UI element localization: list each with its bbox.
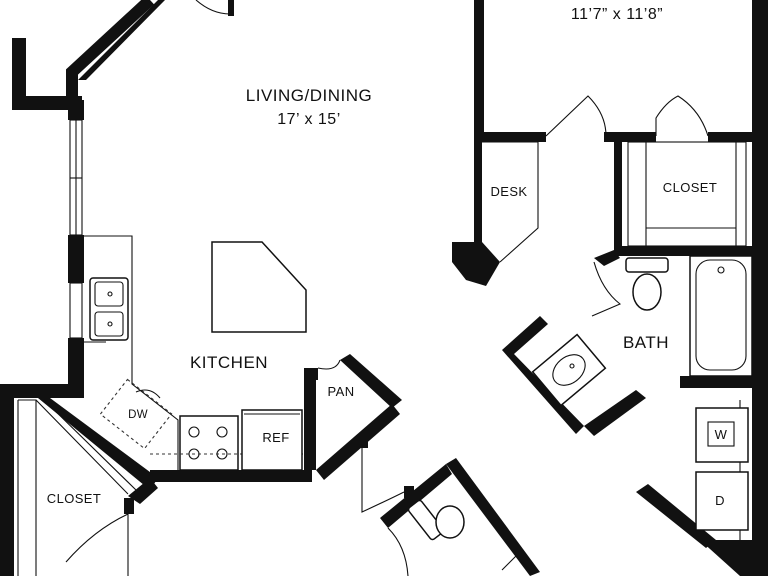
kitchen-sink [89,277,129,341]
wall-laundry-diagonal [636,484,716,548]
wall-bay-diagonal [66,0,155,100]
washer-label: W [715,427,728,442]
bath-vanity-sink [531,333,607,407]
wall-left-lower [68,338,84,388]
wall-kitchen-diagonal [38,398,158,490]
bath [407,255,753,571]
washer [695,407,749,463]
dishwasher-label: DW [128,409,148,421]
wall-pantry [304,368,318,470]
door-bath [591,261,622,317]
kitchen-label: KITCHEN [190,353,268,372]
wall-closet-right [124,498,134,514]
wall-left-stub [12,38,26,110]
wall-bath2-diagonal [380,464,452,528]
wall-left-upper [68,100,84,120]
wall-bedroom-bottom-right [708,132,768,142]
refrigerator [241,409,303,471]
doors [65,0,709,576]
closet-bedroom-label: CLOSET [663,180,717,195]
wall-far-left [0,384,14,576]
wall-laundry-corner [700,540,768,576]
wall-kitchen-bottom [150,470,312,482]
bathtub [689,255,753,377]
dishwasher-door [135,389,161,399]
window-left-small [69,282,83,339]
wall-bath2-right [446,458,540,576]
wall-bedroom-bottom-mid [604,132,656,142]
bath2-fixture [501,555,531,571]
closet-entry-label: CLOSET [47,491,101,506]
wall-bath2-stub [404,486,414,498]
wall-desk-left [474,142,482,242]
toilet-bowl [632,273,662,311]
dryer-label: D [715,493,725,508]
labels: 11’7” x 11’8” LIVING/DINING 17’ x 15’ DE… [47,6,728,508]
living-dining-dimensions: 17’ x 15’ [277,111,341,128]
wall-bath-diagonal [584,390,646,436]
bedroom-dimensions: 11’7” x 11’8” [571,6,663,23]
dishwasher-outline [99,378,173,450]
dryer [695,471,749,531]
kitchen-counter [84,235,179,470]
door-entry-closet [65,513,129,576]
wall-closet2-left [614,142,622,254]
bath-label: BATH [623,333,669,352]
wall-left-ledge [12,96,82,110]
toilet-tank [625,257,669,273]
toilet2-tank [407,499,445,541]
closet-entry-shelf [17,399,137,576]
laundry [695,400,749,540]
door-top [195,0,231,15]
wall-vanity [502,316,584,434]
door-closet-right [655,95,709,137]
toilet2-bowl [435,505,465,539]
wall-column [452,242,500,286]
wall-right-edge [752,142,768,576]
refrigerator-label: REF [262,430,289,445]
wall-bedroom-bottom-left [474,132,546,142]
desk-label: DESK [490,184,527,199]
living-dining-label: LIVING/DINING [246,86,372,105]
wall-closet2-bottom [614,246,768,256]
stove [179,415,239,471]
wall-closet-diagonal [128,478,158,504]
wall-bedroom-left [474,0,484,142]
wall-left-middle [68,235,84,283]
wall-bedroom-right [752,0,768,142]
closets [17,141,747,576]
wall-bath-bottom [680,376,768,388]
wall-closet-top [0,384,84,398]
wall-pantry-top [340,354,402,408]
wall-hall-stub [358,436,368,448]
desk-counter [482,141,539,263]
door-bath2 [387,527,409,576]
kitchen-island [211,241,307,333]
closet-bedroom-shelf [627,141,747,247]
door-pantry [317,359,341,370]
door-bedroom [545,95,607,137]
wall-bay-top-left [78,0,165,80]
door-hall [361,444,405,513]
pantry-label: PAN [328,384,355,399]
wall-bath-left [594,250,620,266]
kitchen [84,235,307,471]
